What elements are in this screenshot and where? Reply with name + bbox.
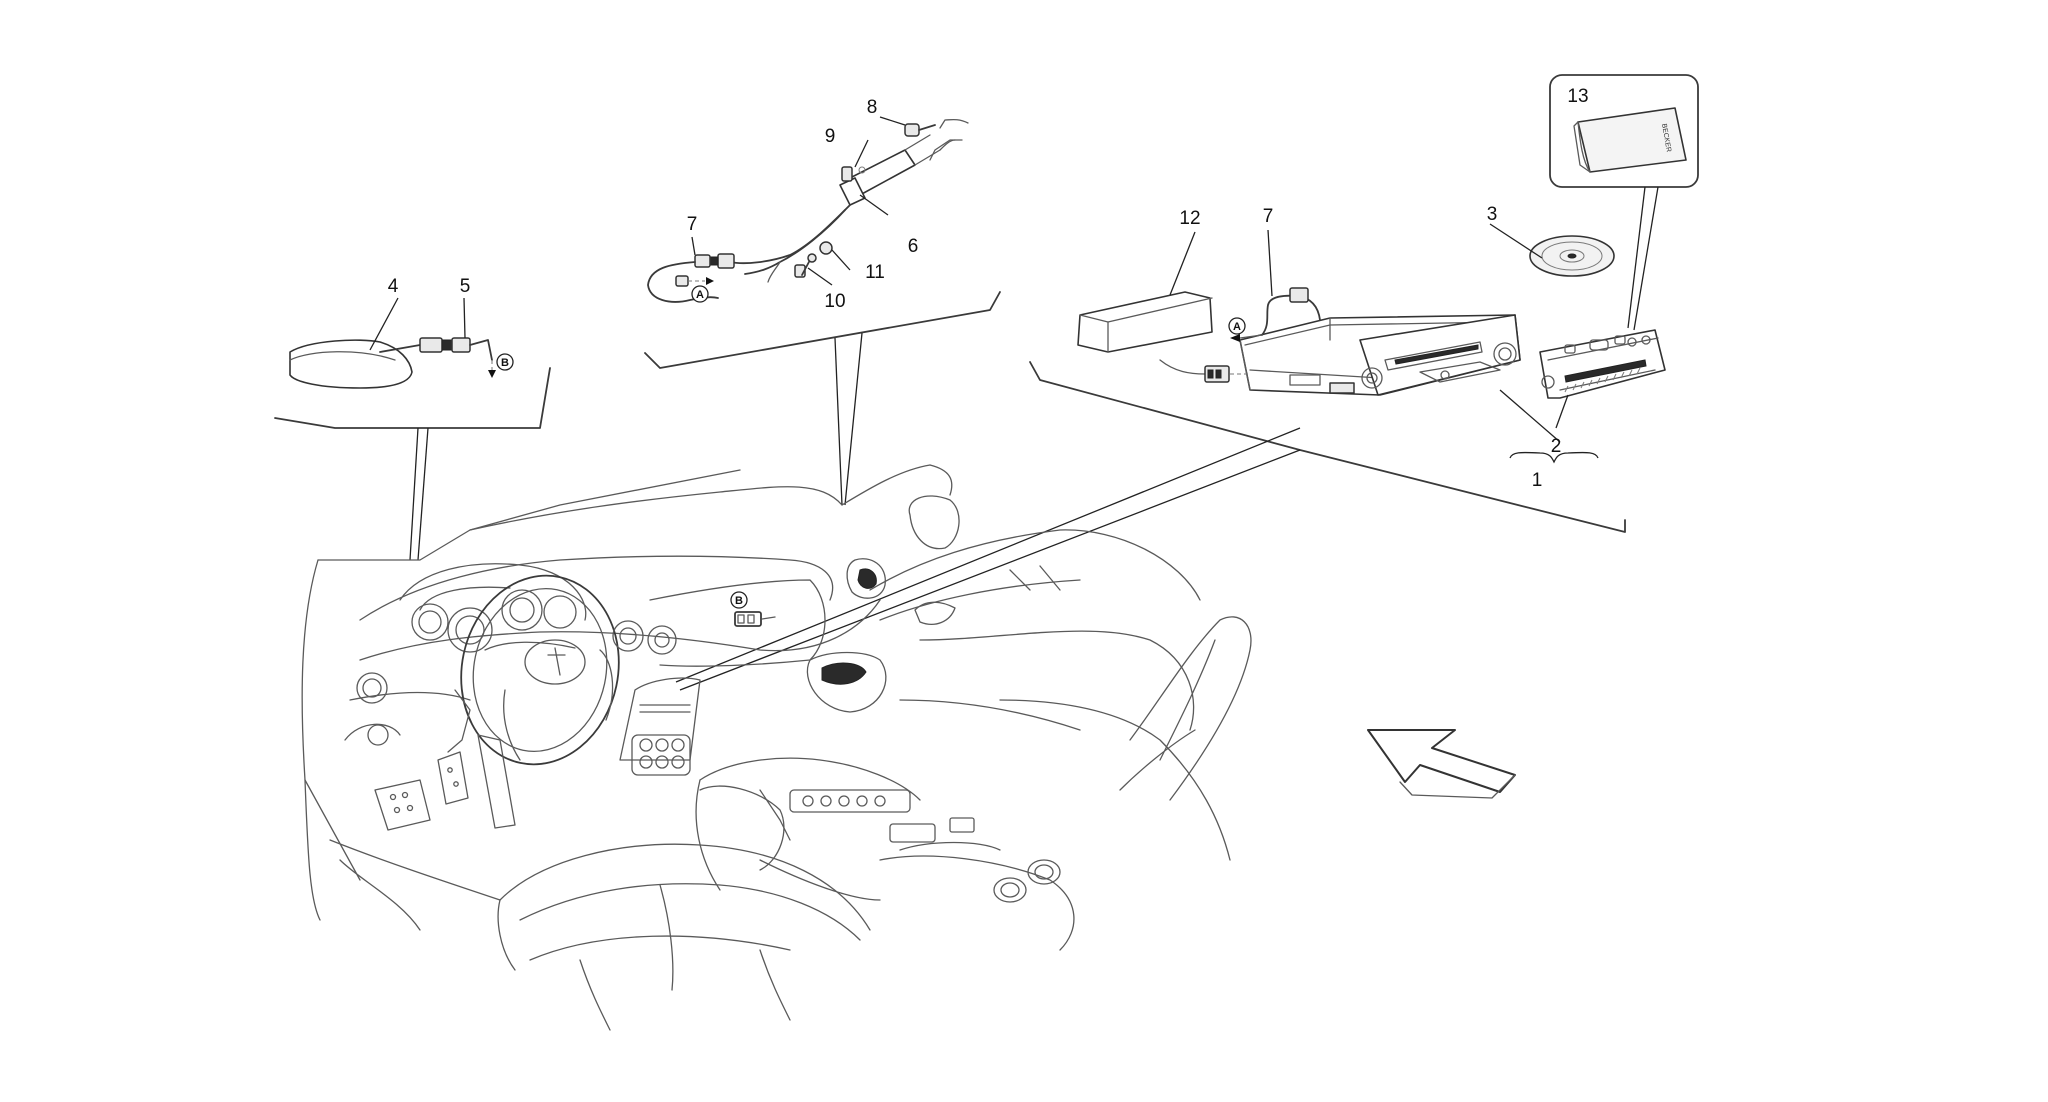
callout-3: 3 (1487, 204, 1498, 225)
ref-marker-b-dashboard: B (730, 591, 748, 609)
leader-lines (369, 116, 1599, 464)
callout-11: 11 (865, 262, 885, 283)
cartridge-brand-text: BECKER (1660, 123, 1672, 153)
callout-13: 13 (1567, 86, 1588, 107)
callout-7-right: 7 (1263, 206, 1274, 227)
cd-disc (1529, 235, 1615, 277)
callout-1: 1 (1532, 470, 1543, 491)
antenna-module-assembly (289, 337, 496, 389)
callout-5: 5 (460, 276, 471, 297)
callout-12: 12 (1179, 208, 1200, 229)
reference-markers: B A A B (496, 285, 1246, 609)
ref-marker-a-right: A (1228, 317, 1246, 335)
callout-numbers: 1 2 3 4 5 6 7 7 8 9 10 11 12 13 (388, 86, 1589, 491)
callout-6: 6 (908, 236, 919, 257)
callout-8: 8 (867, 97, 878, 118)
radio-head-unit-assembly (1159, 287, 1521, 396)
callout-2: 2 (1551, 436, 1562, 457)
view-direction-arrow (1367, 729, 1516, 799)
storage-tray-part (1077, 291, 1213, 353)
svg-text:A: A (696, 289, 704, 301)
svg-text:A: A (1233, 321, 1241, 333)
ref-marker-b-antenna: B (496, 353, 514, 371)
callout-10: 10 (824, 291, 845, 312)
ref-marker-a-center: A (691, 285, 709, 303)
detail-panel-left-frame (274, 367, 551, 561)
svg-text:B: B (735, 595, 743, 607)
car-interior-illustration (301, 464, 1252, 1031)
detail-panel-center-frame (644, 291, 1001, 506)
callout-4: 4 (388, 276, 399, 297)
amplifier-cable-assembly (647, 118, 969, 303)
navigation-cartridge-callout-box: BECKER (1549, 74, 1699, 331)
radio-faceplate (1539, 329, 1666, 399)
callout-9: 9 (825, 126, 836, 147)
svg-text:B: B (501, 357, 509, 369)
callout-7-center: 7 (687, 214, 698, 235)
